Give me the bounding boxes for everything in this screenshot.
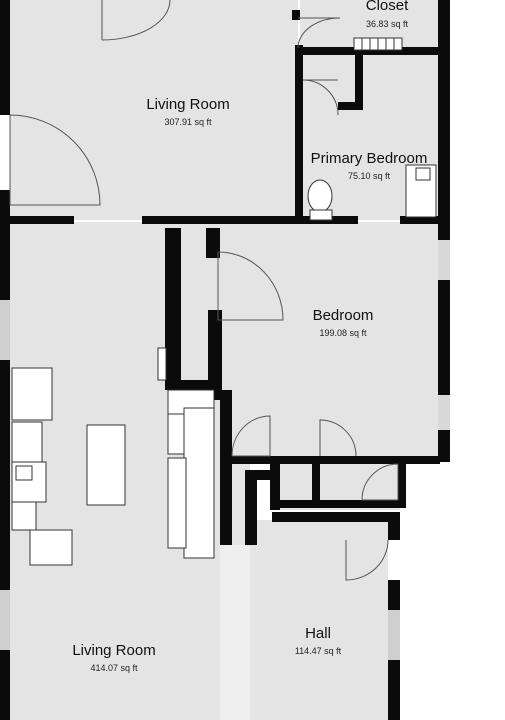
small-room-divider: [312, 460, 320, 505]
door-swing-icon: [231, 415, 271, 457]
wall-fixture: [157, 347, 167, 381]
left-wall-low: [0, 360, 10, 590]
mid-column-cap: [165, 380, 221, 390]
room-name-primary-bedroom: Primary Bedroom: [311, 150, 428, 167]
hall-window: [388, 610, 400, 660]
primary-inner-wall: [355, 55, 363, 110]
door-swing-icon: [302, 79, 339, 116]
left-wall-mid: [0, 190, 10, 300]
primary-left-wall: [295, 45, 303, 220]
door-swing-icon: [101, 0, 171, 41]
room-area-living-lower: 414.07 sq ft: [90, 663, 138, 673]
upper-divider-far: [400, 216, 440, 224]
mid-column-outer: [165, 228, 181, 388]
room-name-hall: Hall: [305, 625, 331, 642]
closet-left-wall-top: [292, 10, 300, 20]
upper-divider-left: [10, 216, 74, 224]
room-area-living-upper: 307.91 sq ft: [164, 117, 212, 127]
mid-appliances: [157, 347, 215, 559]
closet-bottom-wall: [300, 47, 440, 55]
room-name-living-lower: Living Room: [72, 642, 155, 659]
room-name-living-upper: Living Room: [146, 96, 229, 113]
hall-wall-stub: [245, 470, 273, 480]
small-room-bottom: [270, 500, 405, 508]
left-wall-top: [0, 0, 10, 115]
appliance-icon: [167, 457, 187, 549]
hall-top-wall: [272, 512, 400, 522]
right-exterior-wall: [438, 0, 450, 462]
door-swing-icon: [361, 463, 399, 501]
floor-living-upper: [10, 0, 298, 220]
room-name-closet: Closet: [366, 0, 409, 14]
right-exterior-window-2: [438, 395, 450, 430]
appliance-icon: [29, 529, 73, 566]
left-window-2: [0, 590, 10, 650]
room-name-bedroom: Bedroom: [313, 307, 374, 324]
hall-top-wall-right: [388, 512, 400, 540]
bedroom-left-wall-low: [220, 390, 232, 545]
appliance-icon: [11, 501, 37, 531]
floor-corridor: [220, 545, 250, 720]
appliance-icon: [11, 367, 53, 421]
mid-column-inner: [206, 228, 220, 258]
appliance-icon: [183, 407, 215, 559]
room-labels: Closet 36.83 sq ft Living Room 307.91 sq…: [72, 0, 427, 673]
upper-divider-right: [142, 216, 358, 224]
room-area-hall: 114.47 sq ft: [295, 646, 342, 656]
appliance-icon: [11, 421, 43, 463]
toilet-icon: [307, 179, 333, 221]
fixture-icon: [405, 164, 437, 218]
radiator-icon: [353, 37, 403, 51]
floor-hall: [250, 520, 388, 720]
door-swings: [9, 0, 399, 581]
kitchen-counters: [11, 367, 73, 566]
door-swing-icon: [9, 114, 101, 206]
small-room-left: [270, 458, 280, 510]
door-swing-icon: [297, 17, 341, 49]
left-window-1: [0, 300, 10, 360]
door-swing-icon: [319, 419, 357, 457]
right-exterior-window-1: [438, 240, 450, 280]
room-area-primary-bedroom: 75.10 sq ft: [348, 171, 391, 181]
mid-column-inner-2: [208, 310, 222, 390]
hall-wall-left-top: [245, 470, 257, 545]
kitchen-island-icon: [86, 424, 126, 506]
bedroom-bottom-wall: [232, 456, 440, 464]
room-area-closet: 36.83 sq ft: [366, 19, 409, 29]
door-swing-icon: [345, 539, 389, 581]
primary-inner-wall-foot: [338, 102, 363, 110]
walls: [0, 0, 440, 720]
sink-basin: [15, 465, 33, 481]
left-wall-bottom: [0, 650, 10, 720]
small-room-right: [398, 458, 406, 508]
room-area-bedroom: 199.08 sq ft: [319, 328, 367, 338]
door-swing-icon: [217, 251, 284, 321]
